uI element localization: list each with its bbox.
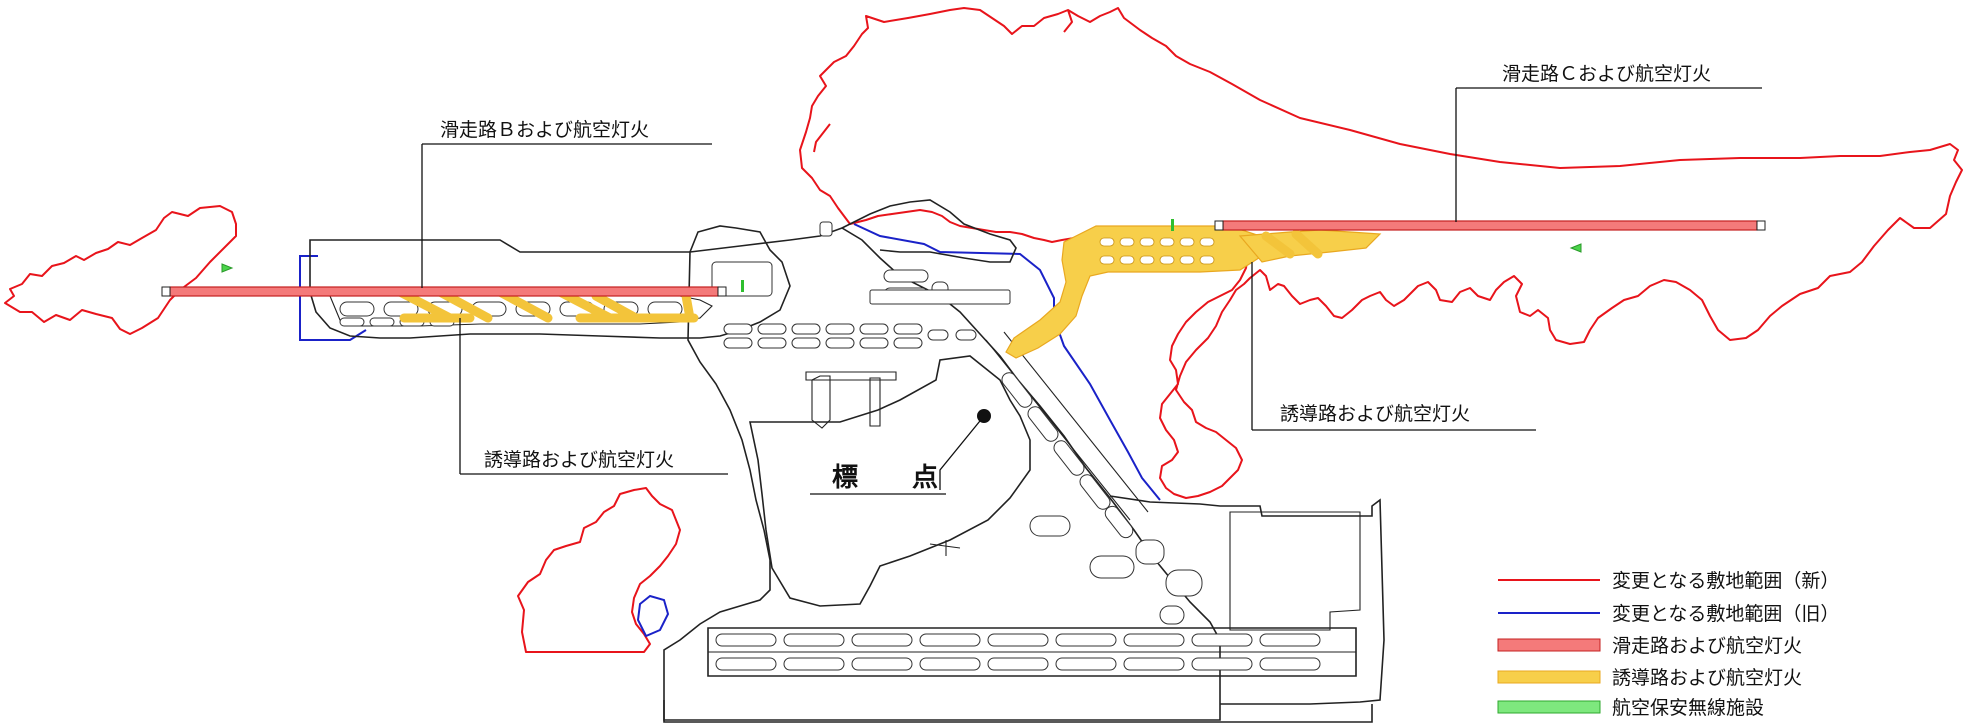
legend-swatch-taxiway <box>1497 670 1601 684</box>
taxiway-east-label: 誘導路および航空灯火 <box>1280 403 1470 425</box>
benchmark-label: 標 点 <box>832 462 952 493</box>
legend-swatch-runway <box>1497 638 1601 652</box>
runway-b-end-east <box>717 286 727 297</box>
taxiway-east <box>1005 225 1382 359</box>
airport-outline-south <box>1109 495 1385 705</box>
airport-outline-terminal-block <box>749 355 1031 607</box>
legend-label: 滑走路および航空灯火 <box>1612 635 1802 657</box>
south-runway-strip <box>707 627 1357 677</box>
new-boundary-west <box>4 205 237 335</box>
runway-b <box>169 286 719 297</box>
airport-pier-cap <box>805 371 897 381</box>
nav-aid-marker-far-east <box>1569 243 1582 253</box>
new-boundary-notch <box>1063 9 1073 33</box>
new-boundary-south <box>517 487 681 653</box>
runway-c-label: 滑走路Ｃおよび航空灯火 <box>1502 63 1711 85</box>
runway-b-label: 滑走路Ｂおよび航空灯火 <box>440 119 649 141</box>
legend-label: 航空保安無線施設 <box>1612 697 1764 719</box>
old-boundary-south <box>636 594 670 638</box>
airport-outer-fence <box>663 700 1373 723</box>
legend-label: 誘導路および航空灯火 <box>1612 667 1802 689</box>
nav-aid-marker-west <box>221 263 234 273</box>
legend-label: 変更となる敷地範囲（新） <box>1612 570 1839 592</box>
taxiway-west-label: 誘導路および航空灯火 <box>484 449 674 471</box>
airport-south-building <box>1229 511 1361 631</box>
airport-pier <box>869 377 881 427</box>
nav-aid-marker-east <box>1171 219 1174 231</box>
south-lattice-ovals <box>715 633 1321 671</box>
legend-swatch-nav-aid <box>1497 700 1601 714</box>
central-taxi-ovals <box>711 221 1011 349</box>
runway-c <box>1222 220 1758 231</box>
legend-label: 変更となる敷地範囲（旧） <box>1612 603 1839 625</box>
airport-outline-east <box>841 199 1017 263</box>
runway-c-end-west <box>1214 220 1224 231</box>
runway-b-end-west <box>161 286 171 297</box>
legend: 変更となる敷地範囲（新） 変更となる敷地範囲（旧） 滑走路および航空灯火 誘導路… <box>1497 570 1839 719</box>
nav-aid-marker-center <box>741 280 744 292</box>
airport-pier <box>811 375 831 429</box>
new-boundary-east <box>799 7 1963 499</box>
airport-gate-stub <box>929 540 961 556</box>
benchmark-leader <box>939 415 985 490</box>
new-boundary-notch <box>813 123 831 153</box>
diagonal-taxi-corridor <box>985 331 1203 625</box>
runway-c-end-east <box>1756 220 1766 231</box>
